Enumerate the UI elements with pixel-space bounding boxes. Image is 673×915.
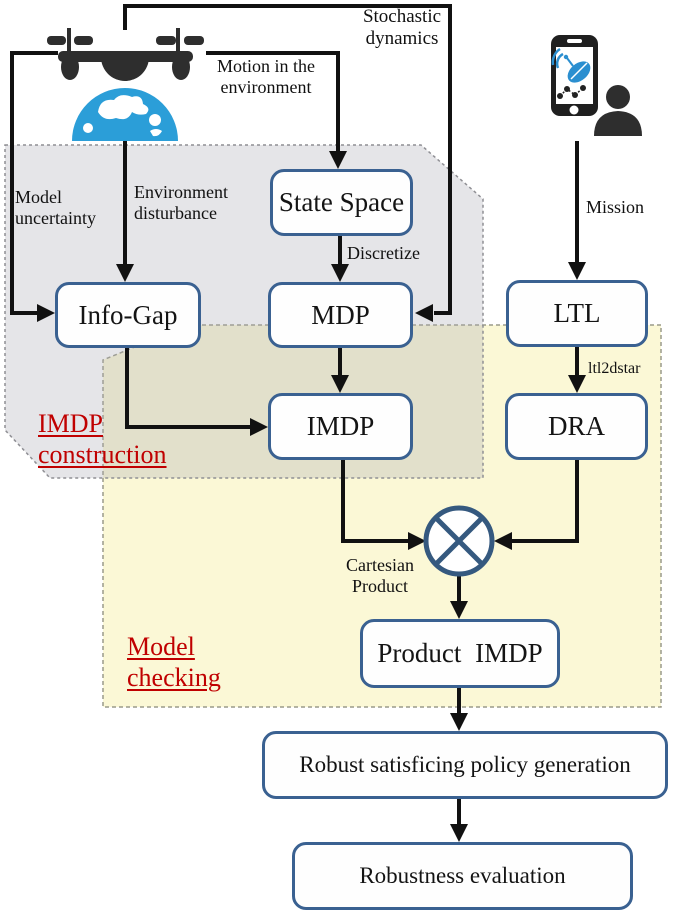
flow-arrowheads [37,151,586,842]
node-imdp: IMDP [268,393,413,460]
label-mission: Mission [586,197,645,217]
edge-motion-environment [206,51,340,152]
node-state-space-label: State Space [278,187,405,218]
node-ltl-label: LTL [553,298,601,329]
node-product-imdp: Product IMDP [360,619,560,688]
region-title-model-checking: Model checking [127,632,221,692]
drone-icon [47,28,204,81]
node-mdp: MDP [268,282,413,348]
node-imdp-label: IMDP [306,411,375,442]
label-cartesian-product: Cartesian Product [346,555,414,597]
node-dra-label: DRA [547,411,605,442]
edge-model-uncertainty [10,51,58,315]
user-icon [594,85,642,136]
node-robust-policy-label: Robust satisficing policy generation [299,751,631,777]
label-motion-environment: Motion in the environment [217,56,315,98]
node-robustness-evaluation: Robustness evaluation [292,842,633,910]
region-title-imdp-construction: IMDP construction [38,409,167,469]
edge-infogap-imdp [125,348,251,429]
node-ltl: LTL [506,280,648,347]
edge-imdp-product [341,460,409,543]
tensor-product-icon [423,505,495,577]
node-info-gap-label: Info-Gap [78,299,178,330]
node-robust-policy: Robust satisficing policy generation [262,731,668,799]
label-discretize: Discretize [347,243,420,263]
label-stochastic-dynamics: Stochastic dynamics [362,6,442,50]
label-environment-disturbance: Environment disturbance [134,182,228,224]
label-model-uncertainty: Model uncertainty [15,187,96,229]
smartphone-satellite-icon [551,35,598,116]
flow-connectors [10,4,579,825]
globe-icon [72,88,178,141]
label-ltl2dstar: ltl2dstar [588,360,641,377]
node-dra: DRA [505,393,648,460]
edge-dra-product [511,460,579,543]
node-mdp-label: MDP [311,299,370,330]
node-robustness-evaluation-label: Robustness evaluation [359,862,566,888]
node-info-gap: Info-Gap [55,282,201,348]
node-product-imdp-label: Product IMDP [377,638,543,669]
edge-stochastic-dynamics [123,4,452,315]
node-state-space: State Space [270,169,413,236]
